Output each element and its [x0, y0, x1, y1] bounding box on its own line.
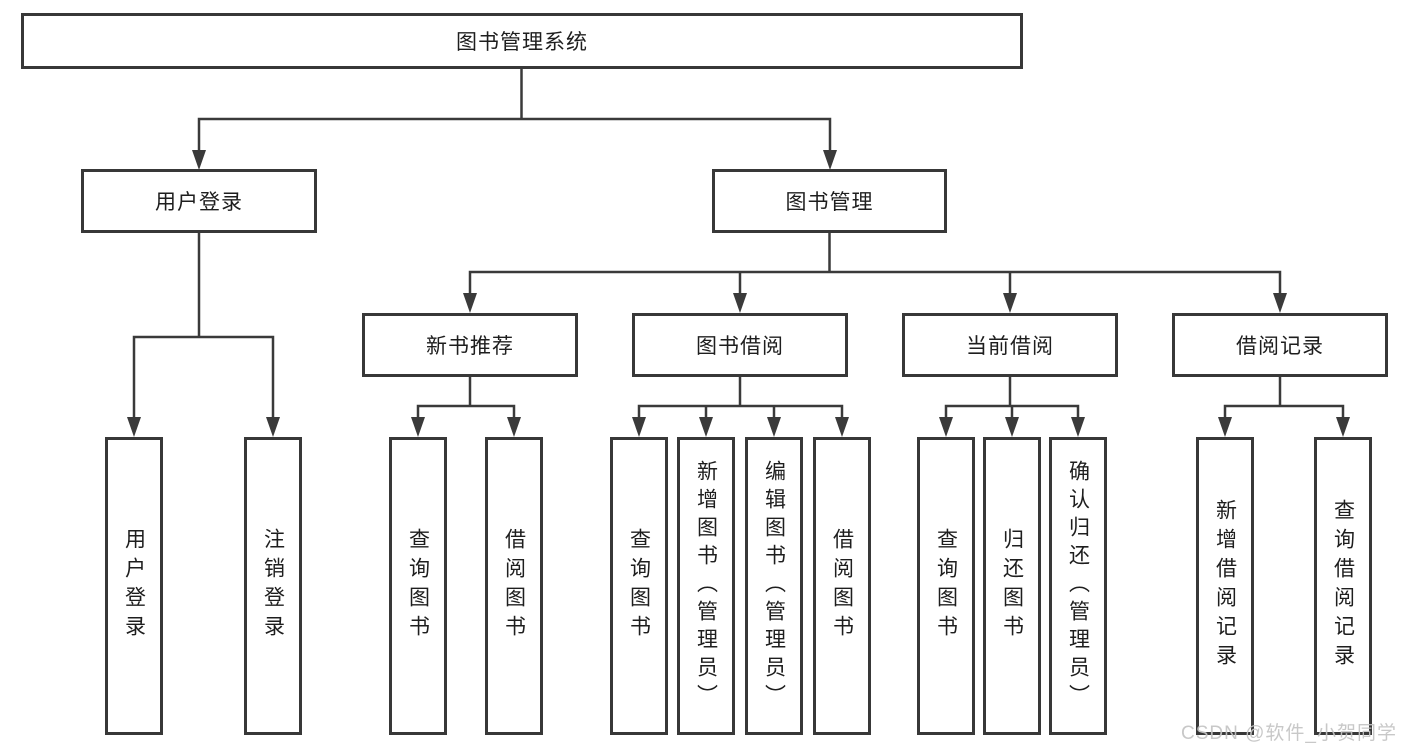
- node-book-borrow: 图书借阅: [632, 313, 848, 377]
- arrow-down-icon: [1336, 417, 1350, 437]
- watermark: CSDN @软件_小贺同学: [1181, 723, 1397, 744]
- node-current-borrow: 当前借阅: [902, 313, 1118, 377]
- node-new-book: 新书推荐: [362, 313, 578, 377]
- arrow-down-icon: [1218, 417, 1232, 437]
- node-borrow-records: 借阅记录: [1172, 313, 1388, 377]
- arrow-down-icon: [733, 293, 747, 313]
- arrow-down-icon: [411, 417, 425, 437]
- arrow-down-icon: [1005, 417, 1019, 437]
- node-leaf-nb-borrow: 借阅图书: [485, 437, 543, 735]
- node-user-login: 用户登录: [81, 169, 317, 233]
- arrow-down-icon: [835, 417, 849, 437]
- node-leaf-cb-return: 归还图书: [983, 437, 1041, 735]
- arrow-down-icon: [507, 417, 521, 437]
- arrow-down-icon: [192, 150, 206, 170]
- node-leaf-bb-add: 新增图书（管理员）: [677, 437, 735, 735]
- connector-path: [132, 69, 1345, 419]
- arrow-down-icon: [767, 417, 781, 437]
- node-leaf-user-login: 用户登录: [105, 437, 163, 735]
- arrow-down-icon: [1071, 417, 1085, 437]
- node-leaf-cb-query: 查询图书: [917, 437, 975, 735]
- arrow-down-icon: [1003, 293, 1017, 313]
- node-book-mgmt: 图书管理: [712, 169, 947, 233]
- arrow-down-icon: [463, 293, 477, 313]
- arrow-down-icon: [127, 417, 141, 437]
- arrow-down-icon: [823, 150, 837, 170]
- arrowheads: [127, 150, 1350, 437]
- arrow-down-icon: [1273, 293, 1287, 313]
- arrow-down-icon: [699, 417, 713, 437]
- arrow-down-icon: [266, 417, 280, 437]
- node-leaf-cb-confirm: 确认归还（管理员）: [1049, 437, 1107, 735]
- arrow-down-icon: [632, 417, 646, 437]
- node-leaf-bb-edit: 编辑图书（管理员）: [745, 437, 803, 735]
- node-leaf-bb-borrow: 借阅图书: [813, 437, 871, 735]
- node-leaf-br-query: 查询借阅记录: [1314, 437, 1372, 735]
- node-leaf-br-add: 新增借阅记录: [1196, 437, 1254, 735]
- node-leaf-logout: 注销登录: [244, 437, 302, 735]
- node-leaf-bb-query: 查询图书: [610, 437, 668, 735]
- node-leaf-nb-query: 查询图书: [389, 437, 447, 735]
- node-root: 图书管理系统: [21, 13, 1023, 69]
- arrow-down-icon: [939, 417, 953, 437]
